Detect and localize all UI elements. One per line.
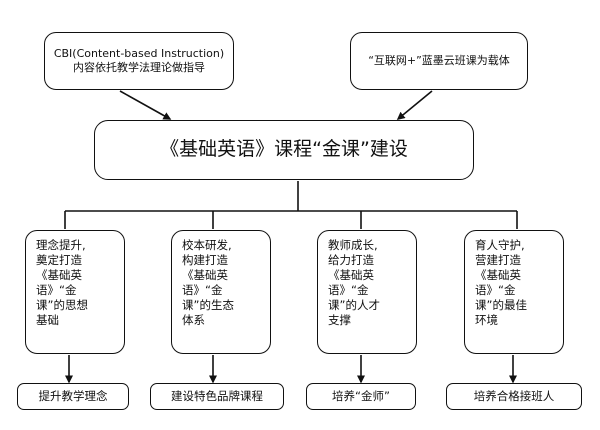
column-line: 语》“金: [36, 282, 77, 297]
outcome-box-course: 建设特色品牌课程: [150, 383, 284, 410]
theory-basis-text: CBI(Content-based Instruction) 内容依托教学法理论…: [53, 47, 225, 74]
column-line: 《基础英: [475, 267, 521, 282]
column-line: 《基础英: [328, 267, 374, 282]
column-line: 语》“金: [328, 282, 369, 297]
column-line: 理念提升,: [36, 238, 86, 252]
column-line: 课”的思想: [36, 297, 88, 312]
main-goal-box: 《基础英语》课程“金课”建设: [94, 120, 474, 180]
column-line: 教师成长,: [328, 238, 378, 252]
column-line: 环境: [475, 312, 498, 327]
column-line: 营建打造: [475, 252, 521, 267]
outcome-text: 培养“金师”: [332, 389, 390, 404]
column-box-research: 校本研发, 构建打造 《基础英 语》“金 课”的生态 体系: [171, 230, 271, 354]
platform-basis-box: “互联网+”蓝墨云班课为载体: [350, 32, 528, 90]
arrow-basis-left-to-main: [119, 90, 172, 120]
column-box-concept: 理念提升, 奠定打造 《基础英 语》“金 课”的思想 基础: [25, 230, 125, 354]
outcome-box-teacher: 培养“金师”: [306, 383, 416, 410]
column-box-teacher: 教师成长, 给力打造 《基础英 语》“金 课”的人才 支撑: [317, 230, 417, 354]
theory-basis-box: CBI(Content-based Instruction) 内容依托教学法理论…: [44, 32, 234, 90]
column-line: 支撑: [328, 312, 351, 327]
arrow-basis-right-to-main: [396, 90, 433, 120]
column-line: 奠定打造: [36, 252, 82, 267]
column-line: 《基础英: [36, 267, 82, 282]
column-line: 《基础英: [182, 267, 228, 282]
column-line: 课”的人才: [328, 297, 380, 312]
column-box-nurture: 育人守护, 营建打造 《基础英 语》“金 课”的最佳 环境: [464, 230, 564, 354]
column-line: 课”的生态: [182, 297, 234, 312]
column-line: 语》“金: [182, 282, 223, 297]
column-line: 育人守护,: [475, 238, 525, 252]
column-line: 课”的最佳: [475, 297, 527, 312]
main-goal-text: 《基础英语》课程“金课”建设: [160, 138, 408, 161]
outcome-text: 培养合格接班人: [473, 389, 555, 404]
column-line: 校本研发,: [182, 238, 232, 252]
outcome-text: 提升教学理念: [38, 389, 108, 404]
column-line: 给力打造: [328, 252, 374, 267]
outcome-text: 建设特色品牌课程: [171, 389, 263, 404]
column-line: 体系: [182, 312, 205, 327]
outcome-box-concept: 提升教学理念: [17, 383, 129, 410]
column-line: 基础: [36, 312, 59, 327]
column-line: 构建打造: [182, 252, 228, 267]
outcome-box-successor: 培养合格接班人: [446, 383, 582, 410]
platform-basis-text: “互联网+”蓝墨云班课为载体: [368, 54, 510, 68]
column-line: 语》“金: [475, 282, 516, 297]
